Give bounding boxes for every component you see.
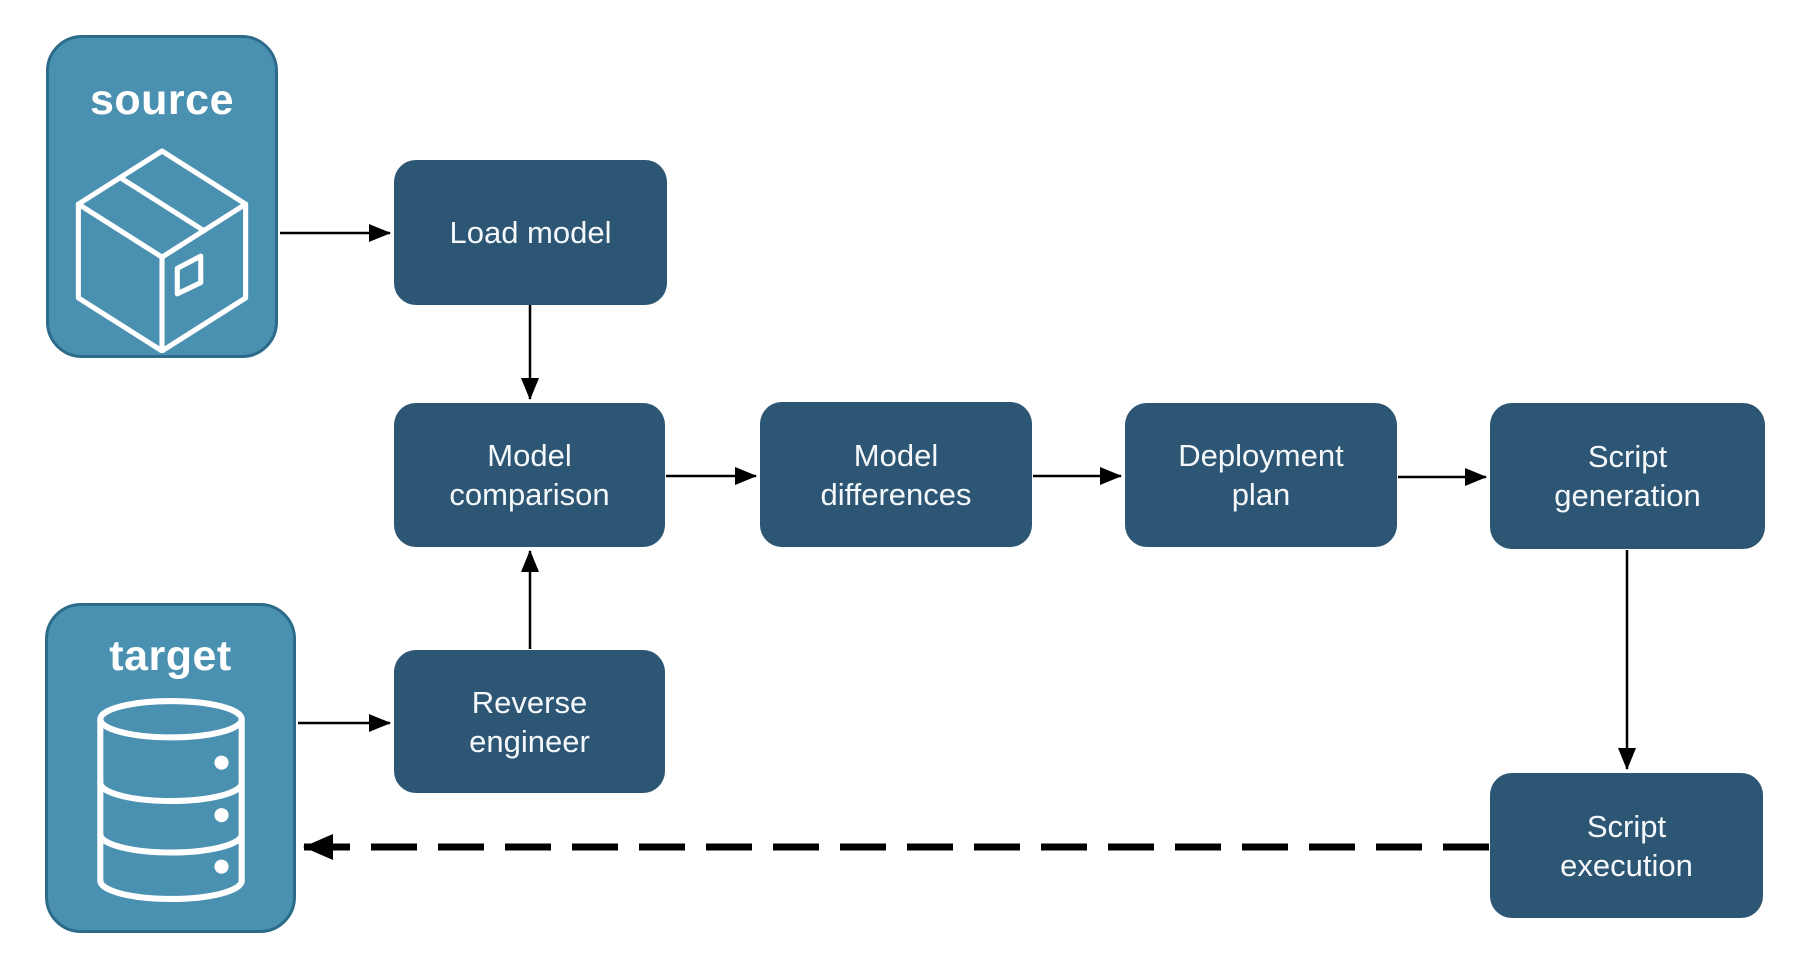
node-deployment-plan-label: Deployment plan	[1178, 438, 1344, 512]
endpoint-target: target	[45, 603, 296, 933]
node-load-model: Load model	[394, 160, 667, 305]
node-script-generation-label: Script generation	[1554, 439, 1701, 513]
node-deployment-plan: Deployment plan	[1125, 403, 1397, 547]
node-script-execution: Script execution	[1490, 773, 1763, 918]
node-model-differences: Model differences	[760, 402, 1032, 547]
node-model-comparison-label: Model comparison	[449, 438, 610, 512]
endpoint-source: source	[46, 35, 278, 358]
endpoint-source-label: source	[89, 76, 234, 124]
database-icon	[96, 697, 246, 908]
node-model-differences-label: Model differences	[820, 437, 972, 512]
node-reverse-engineer: Reverse engineer	[394, 650, 665, 793]
node-model-comparison: Model comparison	[394, 403, 665, 547]
node-script-execution-label: Script execution	[1560, 808, 1693, 883]
node-load-model-label: Load model	[449, 215, 612, 250]
node-reverse-engineer-label: Reverse engineer	[469, 684, 590, 759]
package-icon	[74, 147, 250, 358]
endpoint-target-label: target	[109, 632, 232, 680]
node-script-generation: Script generation	[1490, 403, 1765, 549]
